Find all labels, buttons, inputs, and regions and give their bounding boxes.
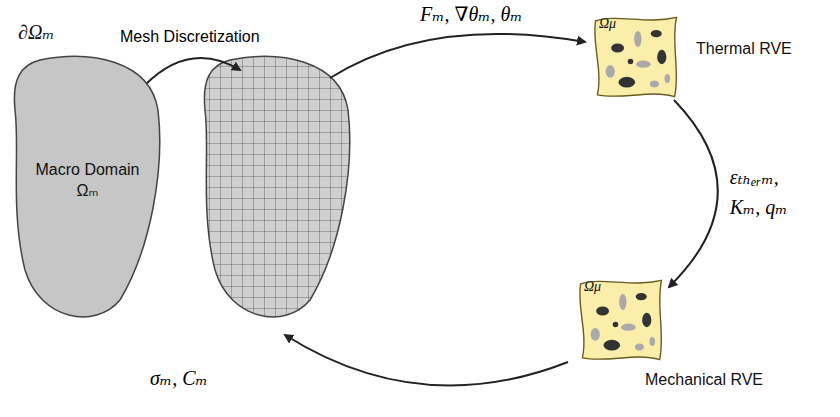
downscale-arrow bbox=[330, 34, 585, 78]
domain-label: Macro Domain Ωₘ bbox=[30, 160, 145, 202]
boundary-label: ∂Ωₘ bbox=[18, 20, 55, 44]
macro-domain: ∂ΩₘMacro Domain Ωₘ bbox=[10, 50, 165, 325]
variable-label: σₘ, Cₘ bbox=[150, 366, 208, 390]
meshed-domain bbox=[195, 45, 365, 335]
rve-title: Mechanical RVE bbox=[645, 371, 763, 389]
rve-title: Thermal RVE bbox=[696, 40, 792, 58]
rve-domain-label: Ωμ bbox=[599, 16, 616, 32]
thermal-rve: ΩμThermal RVE bbox=[590, 12, 682, 102]
variable-label: Fₘ, ∇θₘ, θₘ bbox=[420, 2, 523, 26]
edge-label: εₜₕₑᵣₘ, Kₘ, qₘ bbox=[730, 162, 810, 222]
mesh-arrow bbox=[145, 58, 240, 85]
upscale-arrow bbox=[285, 335, 568, 386]
flow-arrow bbox=[669, 100, 718, 287]
rve-domain-label: Ωμ bbox=[584, 279, 601, 295]
step-label: Mesh Discretization bbox=[120, 28, 260, 46]
mechanical-rve: ΩμMechanical RVE bbox=[575, 275, 667, 365]
